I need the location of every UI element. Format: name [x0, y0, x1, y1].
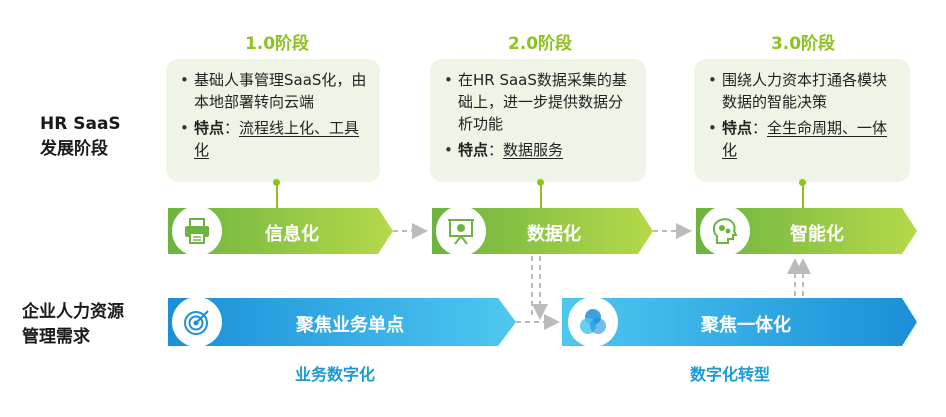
- stage-2-feature: 特点：数据服务: [444, 139, 634, 161]
- card-connector-dot: [273, 179, 280, 186]
- hr-saas-label: HR SaaS 发展阶段: [40, 114, 121, 159]
- stage-1-card: 基础人事管理SaaS化，由本地部署转向云端 特点：流程线上化、工具化: [166, 59, 380, 182]
- stage-3-feature: 特点：全生命周期、一体化: [708, 117, 898, 161]
- feature-sep: ：: [488, 141, 504, 159]
- stage-1-title: 1.0阶段: [244, 34, 310, 54]
- demand-2-caption: 数字化转型: [690, 365, 771, 384]
- demand-arrow-1: [168, 298, 516, 346]
- card-connector-dot: [799, 179, 806, 186]
- feature-key: 特点: [194, 119, 225, 137]
- venn-circles-icon: [568, 297, 618, 347]
- stage-2-arrow: [432, 208, 653, 254]
- stage-2-bullet: 在HR SaaS数据采集的基础上，进一步提供数据分析功能: [444, 69, 634, 135]
- presentation-chart-icon: [436, 206, 486, 256]
- stage-2-card: 在HR SaaS数据采集的基础上，进一步提供数据分析功能 特点：数据服务: [430, 59, 646, 182]
- feature-sep: ：: [224, 119, 240, 137]
- head-gears-icon: [700, 206, 750, 256]
- feature-value: 全生命周期、一体化: [722, 119, 888, 159]
- stage-1-arrow: [168, 208, 393, 254]
- demand-label: 企业人力资源 管理需求: [22, 302, 124, 347]
- feature-value: 流程线上化、工具化: [194, 119, 360, 159]
- feature-value: 数据服务: [503, 141, 564, 159]
- feature-key: 特点: [458, 141, 489, 159]
- stage-1-bullet: 基础人事管理SaaS化，由本地部署转向云端: [180, 69, 368, 113]
- stage-2-arrow-label: 数据化: [527, 224, 581, 245]
- card-connector: [276, 182, 278, 208]
- target-icon: [172, 297, 222, 347]
- stage-3-arrow: [696, 208, 917, 254]
- stage-3-arrow-label: 智能化: [790, 224, 844, 245]
- stage-3-title: 3.0阶段: [770, 34, 836, 54]
- demand-1-arrow-label: 聚焦业务单点: [296, 315, 404, 336]
- card-connector: [540, 182, 542, 208]
- demand-arrow-2: [562, 298, 917, 346]
- stage-2-title: 2.0阶段: [507, 34, 573, 54]
- stage-1-feature: 特点：流程线上化、工具化: [180, 117, 368, 161]
- demand-2-arrow-label: 聚焦一体化: [701, 315, 791, 336]
- stage-3-bullet: 围绕人力资本打通各模块数据的智能决策: [708, 69, 898, 113]
- demand-1-caption: 业务数字化: [295, 365, 376, 384]
- feature-key: 特点: [722, 119, 753, 137]
- card-connector: [802, 182, 804, 208]
- printer-icon: [172, 206, 222, 256]
- feature-sep: ：: [752, 119, 768, 137]
- stage-3-card: 围绕人力资本打通各模块数据的智能决策 特点：全生命周期、一体化: [694, 59, 910, 182]
- stage-1-arrow-label: 信息化: [265, 224, 319, 245]
- card-connector-dot: [537, 179, 544, 186]
